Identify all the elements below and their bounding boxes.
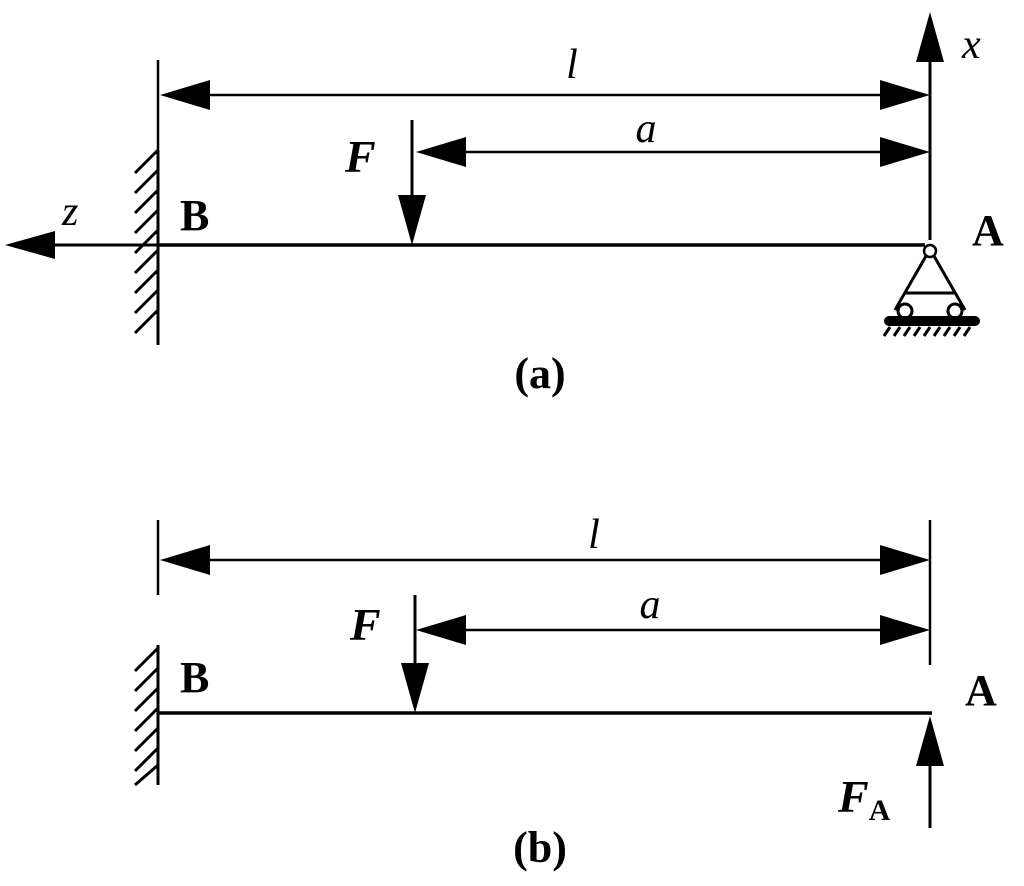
dimension-arrow-left <box>416 615 466 645</box>
dimension-a <box>416 615 930 645</box>
force-arrowhead <box>398 195 426 245</box>
pin-joint <box>922 243 938 259</box>
label-a: a <box>640 582 661 628</box>
label-x: x <box>961 22 981 68</box>
dimension-arrow-left <box>416 137 466 167</box>
z-axis-arrowhead <box>5 231 55 259</box>
label-a-point: A <box>972 206 1004 255</box>
dimension-l <box>160 545 930 575</box>
reaction-arrowhead <box>916 716 944 766</box>
caption-b: (b) <box>513 823 567 872</box>
label-a: a <box>636 106 657 152</box>
label-b: B <box>180 653 209 702</box>
dimension-arrow-right <box>880 615 930 645</box>
dimension-arrow-left <box>160 545 210 575</box>
fixed-support-wall <box>133 645 160 787</box>
label-f: F <box>349 599 381 650</box>
z-axis <box>5 231 158 259</box>
force-arrow <box>398 120 426 245</box>
fixed-support-wall <box>133 148 160 345</box>
reaction-force-arrow <box>916 716 944 828</box>
dimension-arrow-right <box>880 137 930 167</box>
label-l: l <box>588 512 600 558</box>
figure-a: l a x z <box>5 12 1004 398</box>
caption-a: (a) <box>514 349 565 398</box>
figure-b: l a B F <box>133 512 997 872</box>
dimension-arrow-right <box>880 80 930 110</box>
roller-support <box>882 243 980 337</box>
label-l: l <box>566 42 578 88</box>
label-fa: FA <box>837 771 891 827</box>
label-z: z <box>61 189 78 235</box>
ground-base <box>884 316 980 326</box>
label-a-point: A <box>965 666 997 715</box>
force-arrow <box>401 595 429 713</box>
dimension-a <box>416 137 930 167</box>
force-arrowhead <box>401 663 429 713</box>
dimension-arrow-left <box>160 80 210 110</box>
dimension-l <box>160 80 930 110</box>
label-f: F <box>344 131 376 182</box>
label-b: B <box>180 191 209 240</box>
dimension-arrow-right <box>880 545 930 575</box>
x-axis <box>916 12 944 240</box>
x-axis-arrowhead <box>916 12 944 62</box>
